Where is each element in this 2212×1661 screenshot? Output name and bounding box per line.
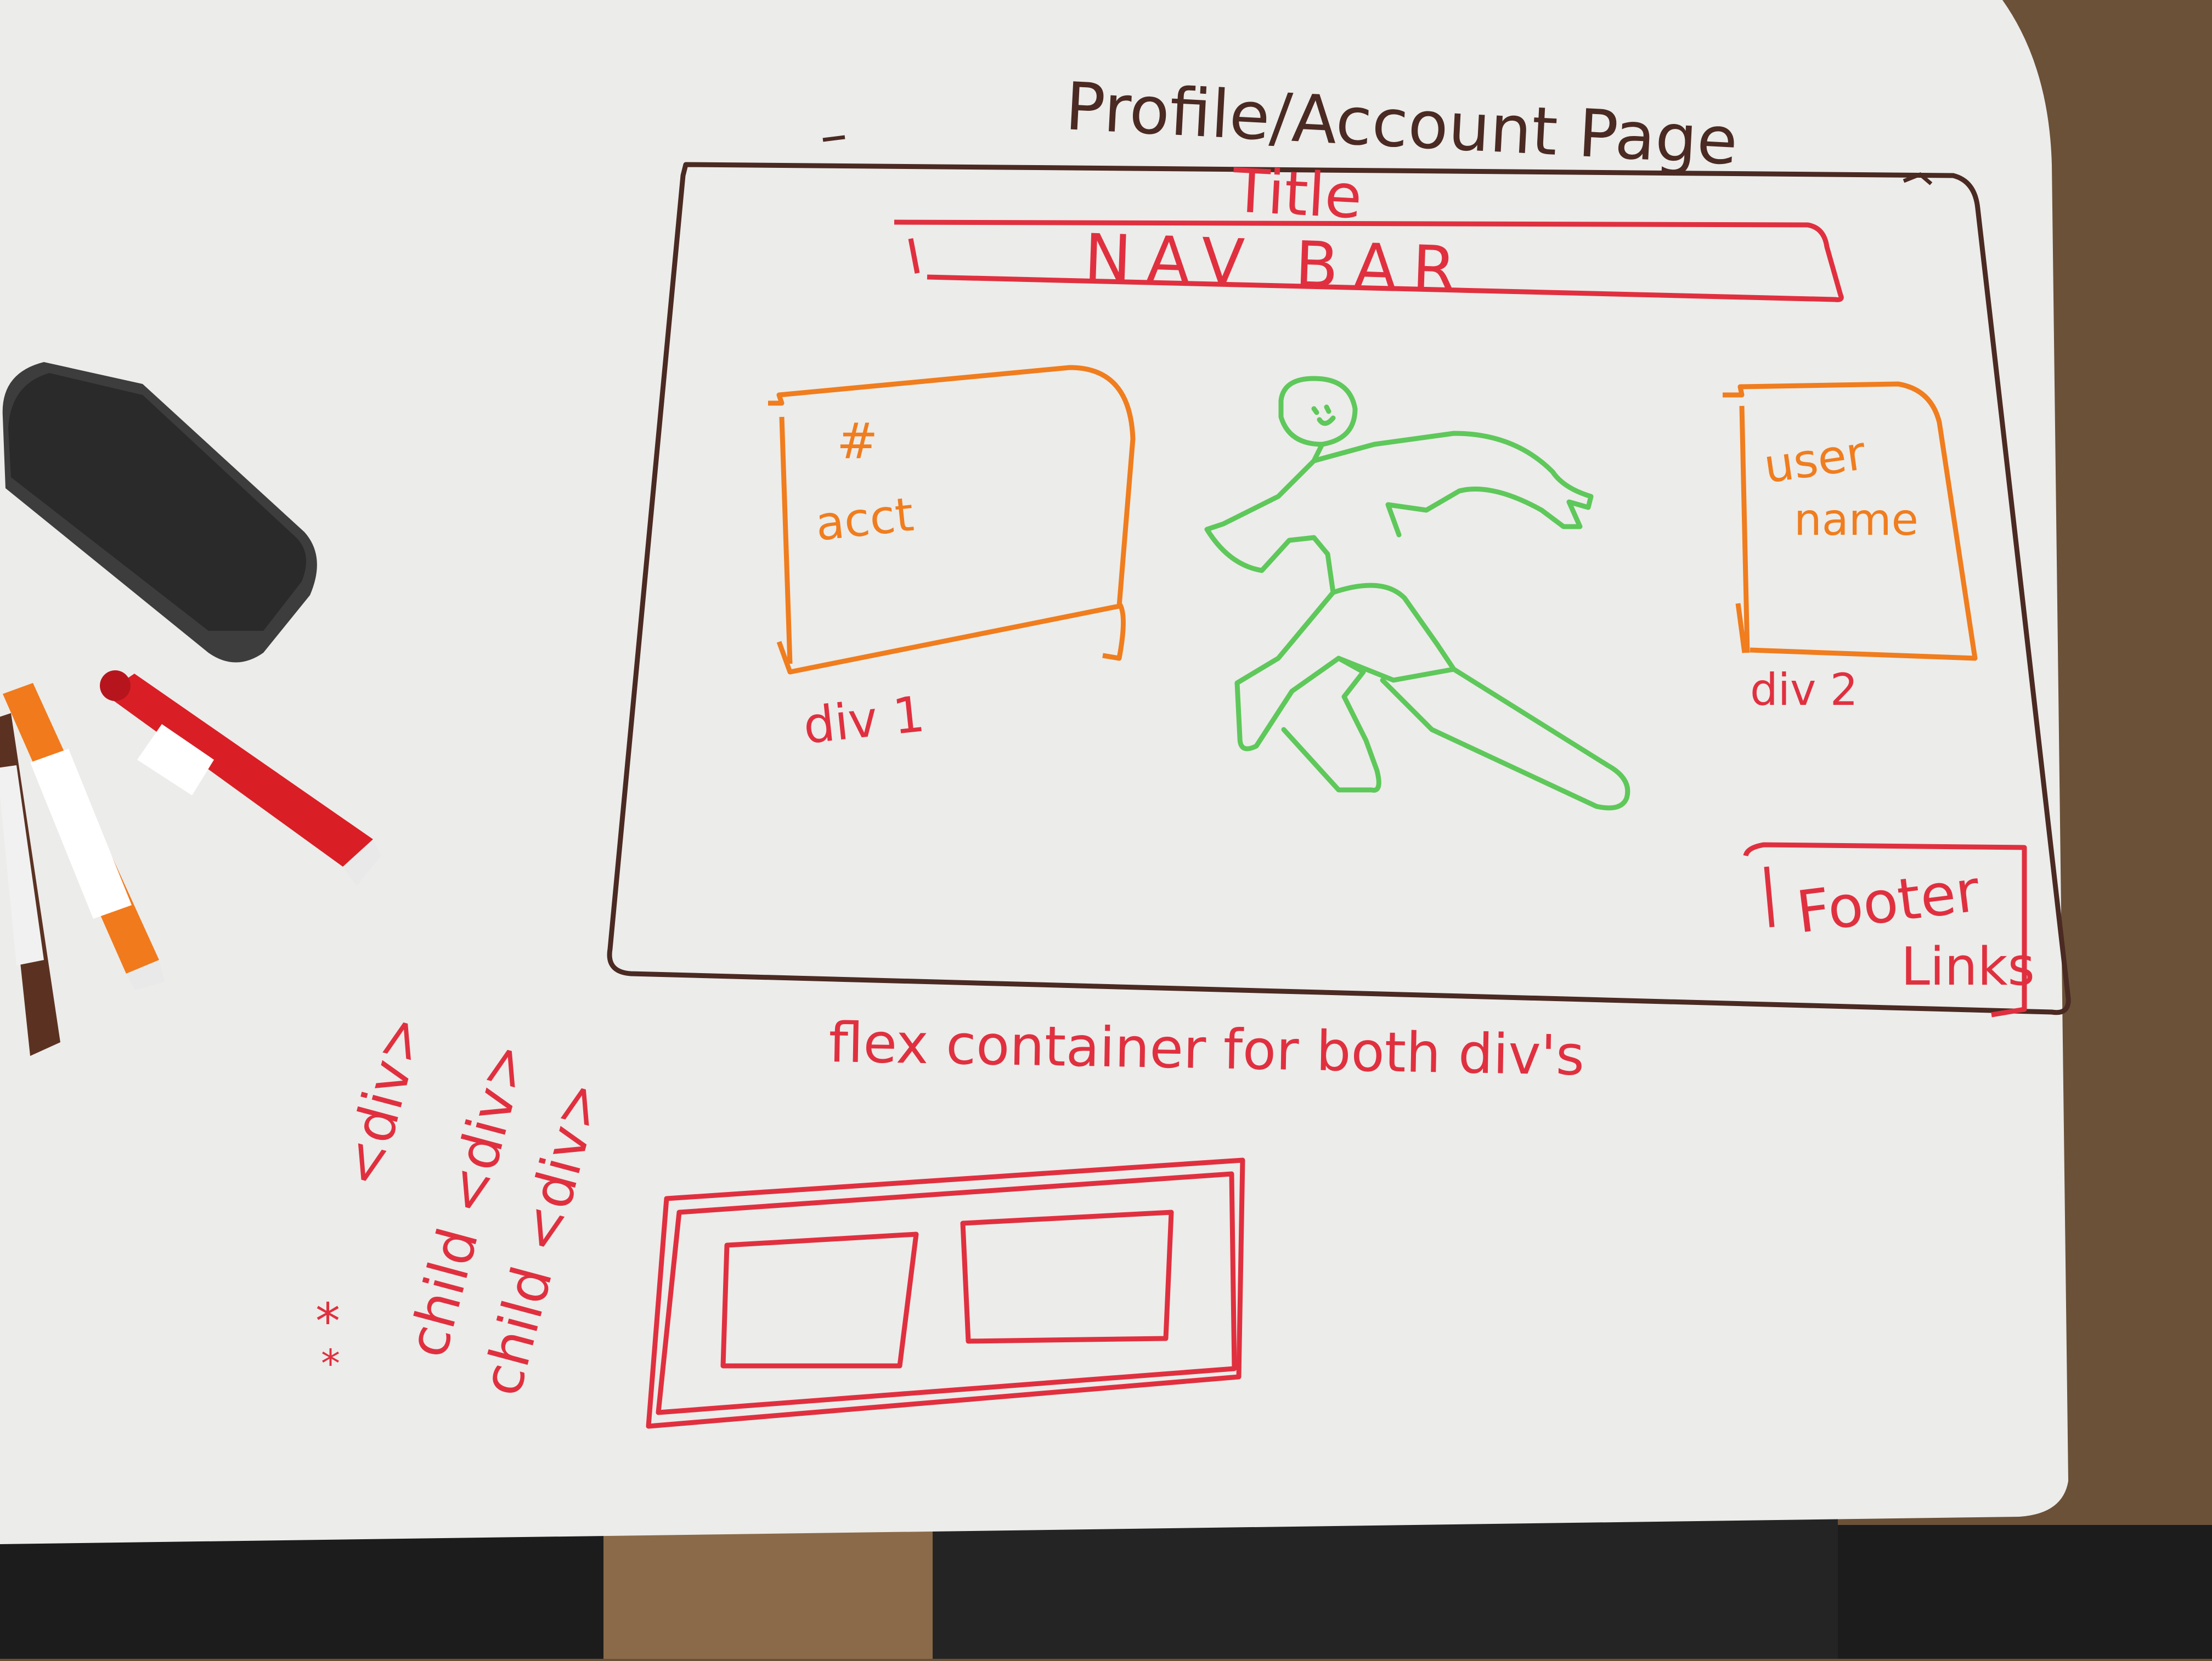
flex-child-1	[720, 1231, 919, 1369]
frame-hook	[822, 135, 1933, 185]
div1-box	[768, 365, 1136, 675]
whiteboard	[0, 0, 2068, 1544]
flex-container-note: flex container for both div's	[828, 1010, 1585, 1088]
marker-red-icon	[100, 670, 381, 886]
hierarchy-mark-2: *	[321, 1341, 340, 1386]
stick-figure-icon	[1204, 376, 1630, 811]
wireframe-title: Title	[1231, 155, 1364, 232]
flex-container-sketch	[646, 1157, 1245, 1429]
marker-brown-icon	[0, 713, 60, 1056]
div1-content-line-1: #	[837, 413, 878, 470]
div1-content-line-2: acct	[813, 488, 916, 552]
div2-caption: div 2	[1750, 664, 1858, 715]
div2-content-line-2: name	[1794, 494, 1918, 545]
footer-box	[1743, 842, 2027, 1018]
footer-line-2: Links	[1901, 937, 2035, 997]
eraser-icon	[2, 362, 317, 663]
nav-bar-label: NAV BAR	[1083, 221, 1472, 308]
div1-caption: div 1	[800, 685, 927, 755]
nav-bar	[894, 219, 1844, 302]
flex-child-2	[960, 1210, 1174, 1344]
page-frame	[607, 162, 2071, 1015]
div2-box	[1723, 381, 1978, 661]
hierarchy-mark-1: *	[315, 1293, 340, 1351]
marker-orange-icon	[3, 683, 165, 990]
